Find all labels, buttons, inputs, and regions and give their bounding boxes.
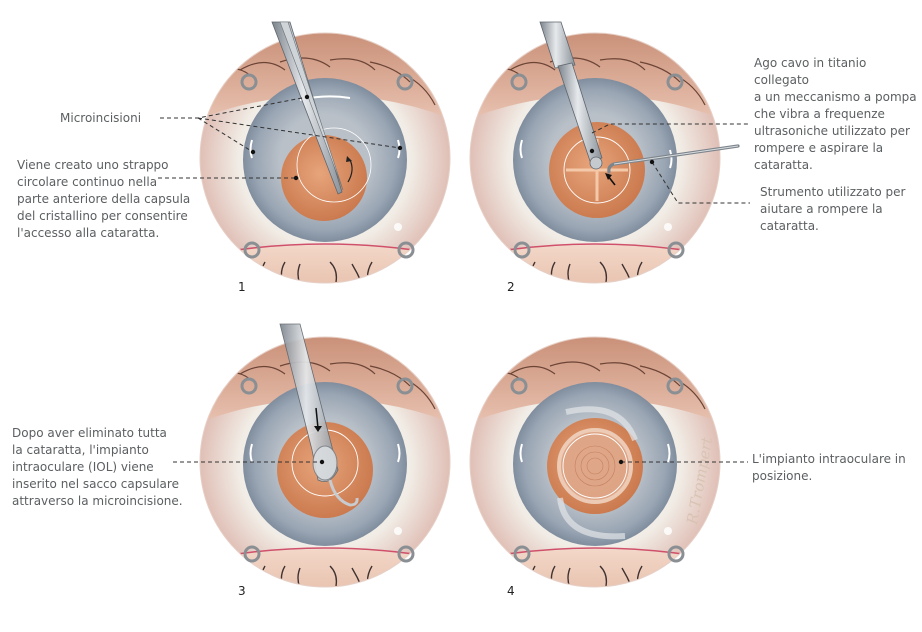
speculum-hook (240, 73, 258, 91)
label-chopper: Strumento utilizzato per aiutare a rompe… (760, 185, 906, 233)
panel-2-eye (469, 21, 740, 284)
leader-chopper (651, 161, 750, 204)
upper-eyelid (200, 33, 450, 120)
leader-dots (250, 94, 655, 465)
leader-microincision-left (197, 117, 254, 153)
label-phaco-needle: Ago cavo in titanio collegato a un mecca… (754, 56, 917, 172)
leader-lines (158, 96, 750, 463)
capsulorhexis-circle (296, 127, 372, 203)
leader-phaco-needle (591, 123, 750, 134)
label-capsulorhexis: Viene creato uno strappo circolare conti… (17, 158, 191, 240)
panel-4-eye: R.Trompert (469, 336, 721, 588)
leader-microincision-right (197, 117, 401, 149)
folded-iol (312, 445, 338, 481)
phaco-needle (557, 62, 603, 162)
panel-number-1: 1 (238, 280, 246, 294)
panel-number-2: 2 (507, 280, 515, 294)
intraocular-lens (557, 428, 633, 504)
iol-haptic-bottom (557, 497, 626, 540)
panel-1-eye (199, 21, 451, 284)
panel-number-3: 3 (238, 584, 246, 598)
label-iol-insertion: Dopo aver eliminato tutta la cataratta, … (12, 426, 183, 508)
panel-number-4: 4 (507, 584, 515, 598)
iol-haptic-top (565, 406, 638, 442)
pupil (281, 135, 367, 221)
chopper-instrument (607, 144, 740, 174)
label-iol-in-place: L'impianto intraoculare in posizione. (752, 452, 906, 483)
panel-3-eye (199, 323, 451, 588)
phaco-handpiece (539, 21, 576, 69)
rotation-arrow (347, 159, 353, 183)
label-microincisions: Microincisioni (60, 111, 142, 125)
